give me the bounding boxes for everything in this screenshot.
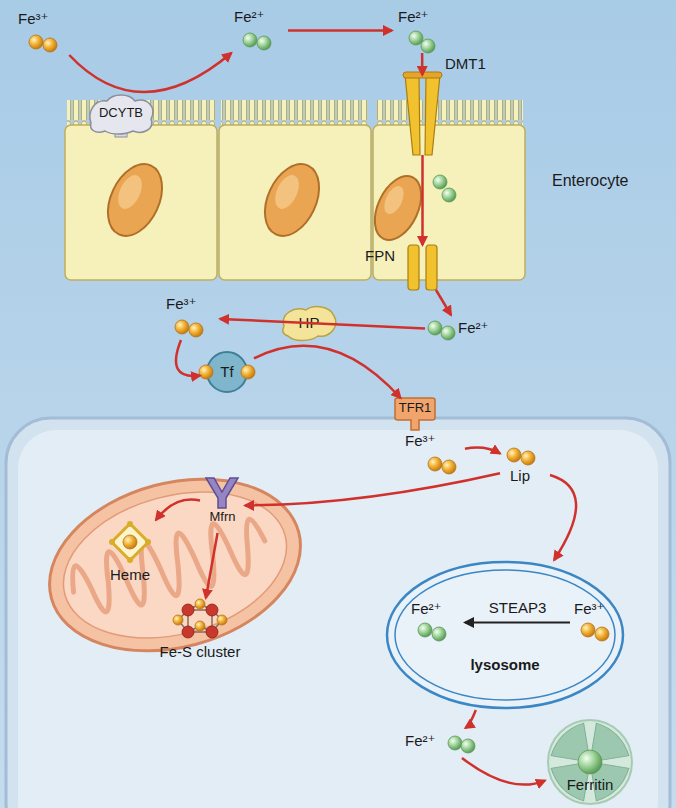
ferrous-iron: Fe²⁺ (392, 8, 452, 53)
flow-arrow (462, 758, 545, 785)
flow-arrow (220, 319, 425, 328)
node-label: Mfrn (210, 510, 236, 525)
ferritin: Ferritin (545, 718, 635, 806)
node-label: Ferritin (567, 776, 614, 793)
node-label: Fe²⁺ (234, 8, 264, 25)
target-cell (6, 418, 670, 808)
flow-arrow (254, 346, 401, 398)
node-label: Fe³⁺ (574, 600, 604, 617)
hephaestin: HP (280, 304, 338, 342)
node-label: Fe³⁺ (166, 295, 196, 312)
node-label: TFR1 (399, 401, 432, 416)
ferrous-iron: Fe²⁺ (405, 600, 465, 645)
transferrin-receptor: TFR1 (392, 398, 438, 430)
node-label: Heme (110, 566, 150, 583)
fpn-channel: FPN (405, 245, 440, 290)
ferrous-iron: Fe²⁺ (425, 315, 495, 345)
node-label: Fe²⁺ (458, 319, 488, 336)
flow-arrow (465, 448, 500, 454)
flow-arrow (176, 340, 200, 376)
fpn-channel-shape (405, 245, 440, 290)
flow-arrow (156, 500, 200, 520)
node-label: Fe-S cluster (160, 643, 241, 660)
dmt1-channel: DMT1 (405, 75, 440, 155)
mitochondrion (30, 453, 320, 678)
dcytb-protein: DCYTB (85, 93, 157, 133)
node-label: Lip (510, 467, 530, 484)
flow-arrow (288, 29, 392, 32)
flow-arrow (421, 155, 424, 245)
labile-iron-pool: Lip (500, 445, 550, 490)
flow-arrow (421, 53, 424, 75)
flow-arrow (69, 53, 231, 92)
node-label: lysosome (470, 656, 539, 673)
node-label: Fe²⁺ (411, 600, 441, 617)
node-label: Fe²⁺ (405, 732, 435, 749)
node-label: Fe²⁺ (398, 8, 428, 25)
dmt1-channel-shape (405, 75, 440, 155)
ferric-iron: Fe³⁺ (18, 10, 78, 55)
mitoferrin: Mfrn (200, 478, 245, 533)
flow-arrow (465, 622, 570, 624)
ferrous-iron: Fe²⁺ (228, 8, 288, 53)
heme: Heme (95, 520, 165, 588)
ferric-iron: Fe³⁺ (570, 600, 630, 645)
flow-arrow (245, 473, 500, 505)
node-label: FPN (365, 247, 395, 264)
ferrous-iron: Fe²⁺ (405, 728, 480, 758)
ferric-iron: Fe³⁺ (160, 295, 220, 340)
node-label: DCYTB (99, 106, 143, 121)
flow-arrow (436, 290, 451, 315)
flow-arrow (206, 533, 218, 598)
node-label: DMT1 (445, 55, 486, 72)
node-label: Enterocyte (552, 172, 628, 190)
node-label: Fe³⁺ (18, 10, 48, 27)
flow-arrow (465, 710, 475, 728)
node-label: Tf (220, 363, 233, 380)
transferrin: Tf (200, 345, 254, 399)
ferric-iron: Fe³⁺ (405, 432, 465, 477)
node-label: HP (299, 314, 320, 331)
node-label: Fe³⁺ (405, 432, 435, 449)
edge-label: STEAP3 (489, 599, 547, 616)
enterocyte-layer: EnterocyteDCYTBDMT1FPN (60, 60, 620, 310)
flow-arrow (550, 475, 576, 560)
fe-s-cluster: Fe-S cluster (150, 598, 250, 663)
lysosome: lysosome Fe²⁺ Fe³⁺ (385, 560, 625, 710)
mitoferrin-shape (200, 478, 245, 533)
